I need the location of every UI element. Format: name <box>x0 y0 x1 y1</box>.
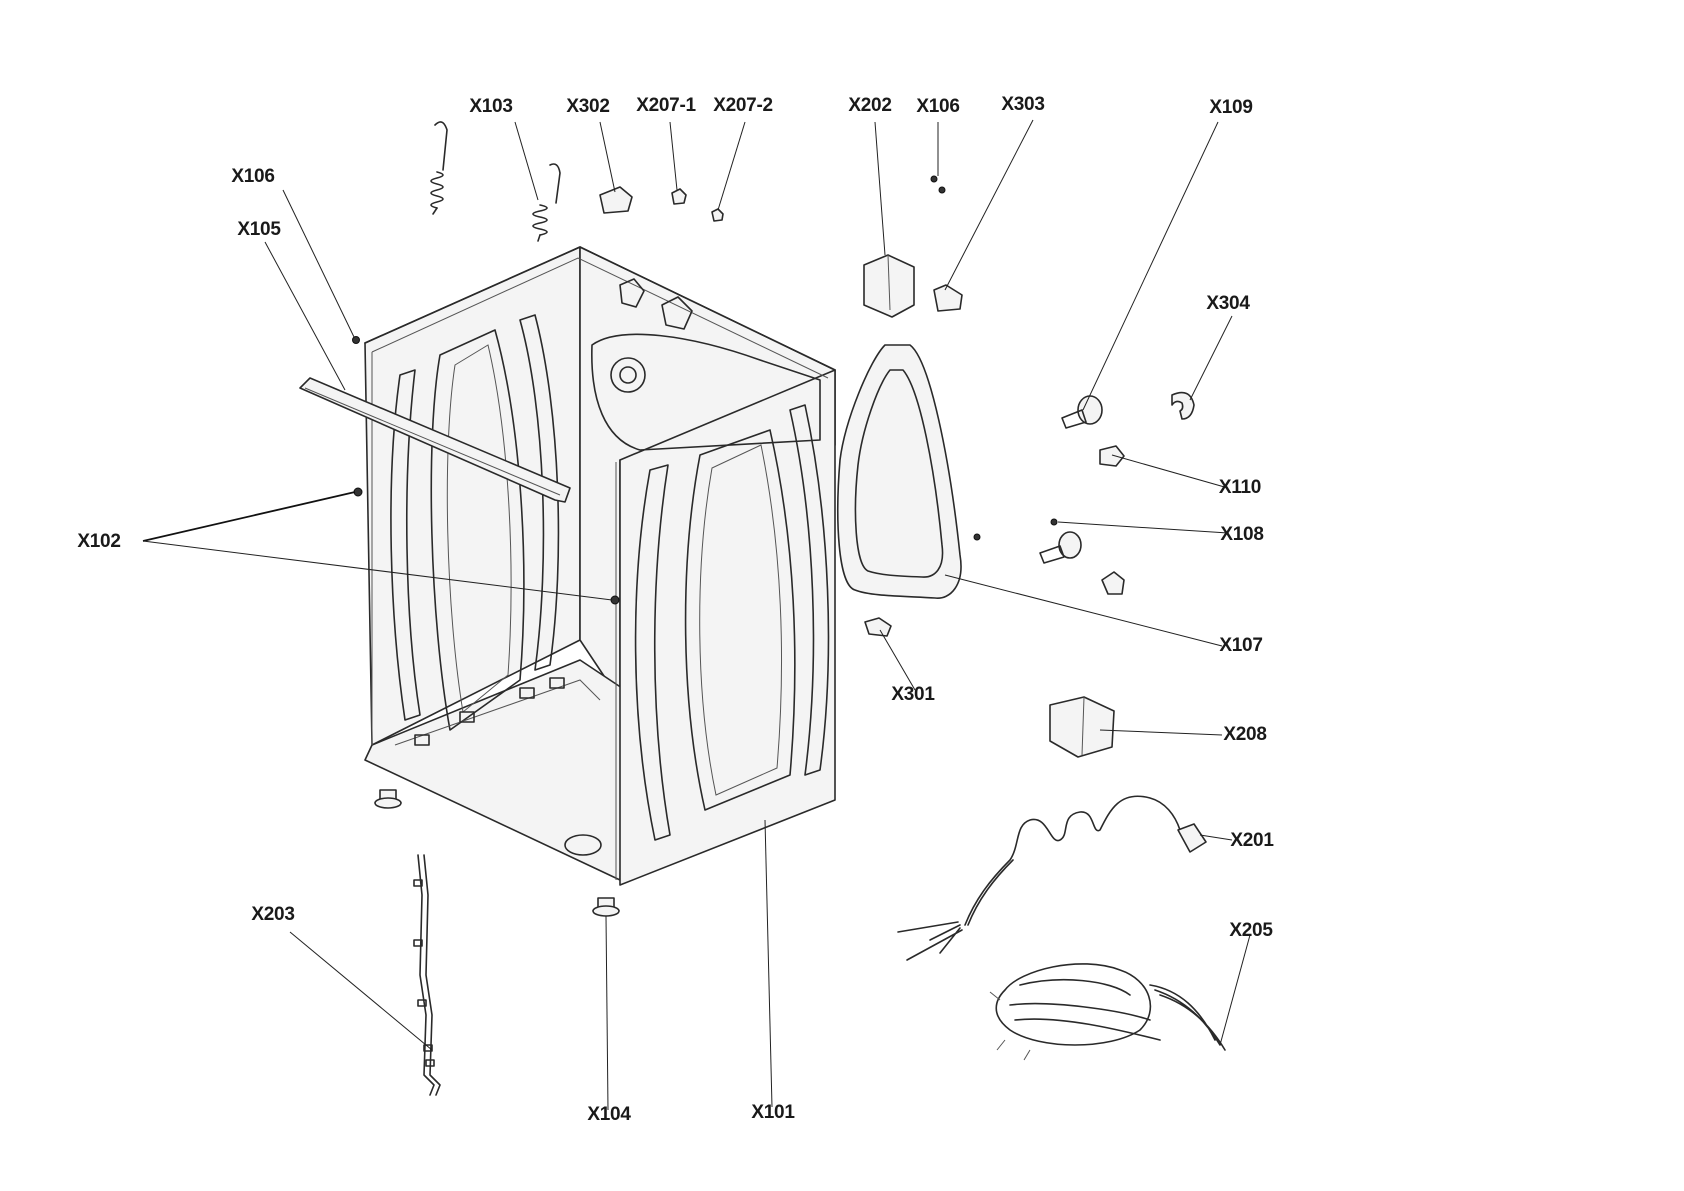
nut-x304 <box>1171 391 1195 420</box>
callout-x304: X304 <box>1206 293 1250 314</box>
clip-x303 <box>933 284 963 312</box>
screw-x108 <box>1050 518 1058 526</box>
callout-x110: X110 <box>1218 477 1262 498</box>
callout-x103: X103 <box>469 96 513 117</box>
callout-x109: X109 <box>1209 97 1253 118</box>
valve-x109 <box>1061 395 1103 429</box>
screw-x108-b <box>973 533 981 541</box>
module-x208 <box>1049 696 1115 758</box>
clip-x207-1 <box>671 188 687 205</box>
callout-x101: X101 <box>751 1102 795 1123</box>
callout-x205: X205 <box>1229 920 1273 941</box>
callout-x207-2: X207-2 <box>713 95 773 116</box>
callout-x301: X301 <box>891 684 935 705</box>
crossbar-x105 <box>299 377 571 503</box>
rail-x203 <box>413 854 441 1096</box>
clip-x207-2 <box>711 208 724 222</box>
screw-x106-top-2 <box>938 186 946 194</box>
module-x202 <box>863 254 915 318</box>
callout-x303: X303 <box>1001 94 1045 115</box>
callout-x104: X104 <box>587 1104 631 1125</box>
screw-x106-top <box>930 175 938 183</box>
spring-x103 <box>430 121 561 242</box>
power-cord-x201 <box>897 795 1207 961</box>
callout-x105: X105 <box>237 219 281 240</box>
screw-x106-left <box>352 336 360 344</box>
clip-x301 <box>864 617 892 637</box>
foot-x104 <box>374 789 620 917</box>
callout-x106-top: X106 <box>916 96 960 117</box>
callout-x208: X208 <box>1223 724 1267 745</box>
callout-x108: X108 <box>1220 524 1264 545</box>
callout-x207-1: X207-1 <box>636 95 696 116</box>
valve-x109-b <box>1039 531 1082 564</box>
wire-harness-x205 <box>989 963 1226 1061</box>
ring-x110 <box>1099 445 1125 467</box>
ring-x110-b <box>1101 571 1125 595</box>
callout-x203: X203 <box>251 904 295 925</box>
callout-x202: X202 <box>848 95 892 116</box>
cabinet-x101 <box>353 246 836 886</box>
callout-x201: X201 <box>1230 830 1274 851</box>
leader-lines <box>142 119 1251 1111</box>
door-frame-x107 <box>837 344 962 599</box>
callout-x106-left: X106 <box>231 166 275 187</box>
callout-x102: X102 <box>77 531 121 552</box>
clip-x302 <box>599 186 633 214</box>
callout-x302: X302 <box>566 96 610 117</box>
callout-x107: X107 <box>1219 635 1263 656</box>
